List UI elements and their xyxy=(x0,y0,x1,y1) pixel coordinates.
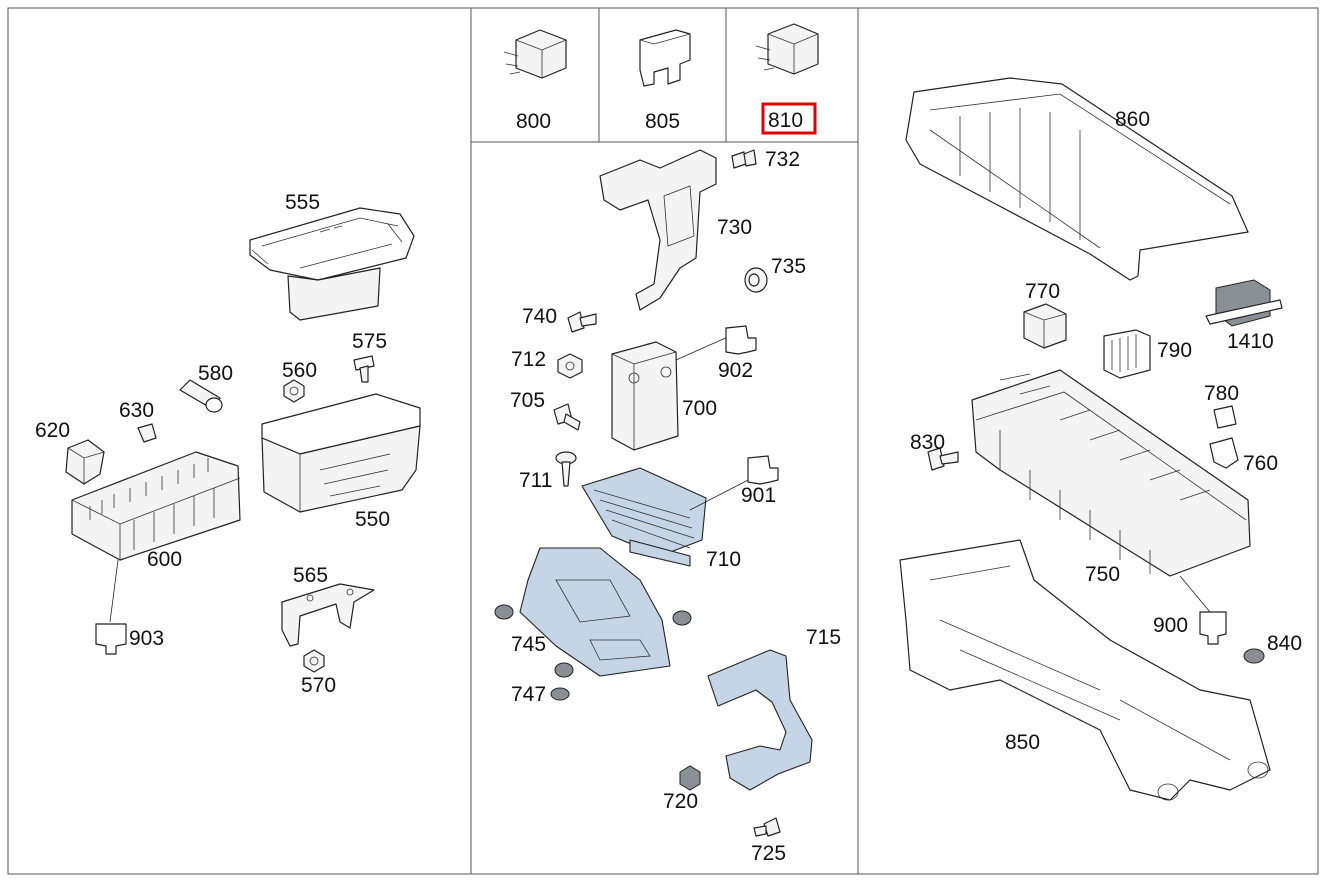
part-900-clip[interactable] xyxy=(1199,611,1227,645)
highlight-810 xyxy=(761,102,817,135)
label-850: 850 xyxy=(1005,731,1040,754)
part-810-relay[interactable] xyxy=(755,23,819,75)
label-630: 630 xyxy=(119,399,154,422)
leader-903 xyxy=(109,559,119,623)
label-620: 620 xyxy=(35,419,70,442)
label-740: 740 xyxy=(522,305,557,328)
label-565: 565 xyxy=(293,564,328,587)
part-790-fuseblock[interactable] xyxy=(1103,329,1151,379)
part-570-nut[interactable] xyxy=(303,649,325,673)
part-560-nut[interactable] xyxy=(283,379,305,403)
label-580: 580 xyxy=(198,362,233,385)
label-720: 720 xyxy=(663,790,698,813)
part-770-relay[interactable] xyxy=(1023,303,1067,349)
label-710: 710 xyxy=(706,548,741,571)
part-705-screw[interactable] xyxy=(553,403,581,431)
label-732: 732 xyxy=(765,148,800,171)
part-712-nut[interactable] xyxy=(557,353,583,379)
leader-901 xyxy=(689,477,753,511)
label-790: 790 xyxy=(1157,339,1192,362)
part-711-pin[interactable] xyxy=(555,451,577,487)
label-725: 725 xyxy=(751,842,786,865)
part-901-clip[interactable] xyxy=(747,455,779,485)
part-630-fuse[interactable] xyxy=(137,423,157,443)
part-750-fusebox[interactable] xyxy=(971,369,1251,577)
part-725-screw[interactable] xyxy=(753,817,781,837)
part-760-clip[interactable] xyxy=(1209,437,1239,469)
part-840-grommet[interactable] xyxy=(1243,648,1265,664)
label-730: 730 xyxy=(717,216,752,239)
part-902-clip[interactable] xyxy=(725,325,757,355)
part-730-bracket[interactable] xyxy=(599,149,717,311)
part-745-grommet-right[interactable] xyxy=(672,610,692,626)
label-711: 711 xyxy=(519,469,552,492)
label-760: 760 xyxy=(1243,452,1278,475)
label-570: 570 xyxy=(301,674,336,697)
part-745-grommet-left[interactable] xyxy=(494,604,514,620)
label-900: 900 xyxy=(1153,614,1188,637)
part-830-bolt[interactable] xyxy=(927,447,959,471)
part-555-cover[interactable] xyxy=(249,207,415,321)
label-575: 575 xyxy=(352,330,387,353)
part-720-nut[interactable] xyxy=(679,765,701,791)
part-620-relay[interactable] xyxy=(65,439,105,485)
part-903-clip[interactable] xyxy=(95,623,127,655)
part-860-cover[interactable] xyxy=(905,77,1249,281)
label-600: 600 xyxy=(147,548,182,571)
label-810: 810 xyxy=(768,109,803,132)
label-560: 560 xyxy=(282,359,317,382)
part-805-fuse[interactable] xyxy=(639,29,691,87)
label-745: 745 xyxy=(511,633,546,656)
label-903: 903 xyxy=(129,627,164,650)
part-565-bracket[interactable] xyxy=(281,583,375,647)
label-901: 901 xyxy=(741,484,776,507)
part-740-screw[interactable] xyxy=(567,311,597,333)
part-575-bolt[interactable] xyxy=(353,355,375,383)
label-712: 712 xyxy=(511,348,546,371)
label-747: 747 xyxy=(511,683,546,706)
part-1410-filter[interactable] xyxy=(1205,279,1283,327)
label-800: 800 xyxy=(516,110,551,133)
leader-902 xyxy=(675,335,731,361)
label-840: 840 xyxy=(1267,632,1302,655)
part-550-housing[interactable] xyxy=(261,393,421,513)
part-710-control-unit[interactable] xyxy=(581,467,707,567)
label-735: 735 xyxy=(771,255,806,278)
label-830: 830 xyxy=(910,431,945,454)
part-747-grommet[interactable] xyxy=(550,662,574,701)
label-705: 705 xyxy=(510,389,545,412)
label-555: 555 xyxy=(285,191,320,214)
label-700: 700 xyxy=(682,397,717,420)
part-labels: 555 575 580 560 630 620 550 600 565 903 … xyxy=(35,108,1302,865)
label-770: 770 xyxy=(1025,280,1060,303)
label-780: 780 xyxy=(1204,382,1239,405)
part-735-grommet[interactable] xyxy=(744,267,768,293)
label-715: 715 xyxy=(806,626,841,649)
part-580-connector[interactable] xyxy=(179,379,223,413)
part-780-fuse[interactable] xyxy=(1213,405,1237,429)
label-805: 805 xyxy=(645,110,680,133)
part-745-tray[interactable] xyxy=(519,547,671,677)
label-902: 902 xyxy=(718,359,753,382)
part-732-bolt[interactable] xyxy=(731,149,757,169)
label-550: 550 xyxy=(355,508,390,531)
leader-900 xyxy=(1179,575,1211,613)
part-850-carrier[interactable] xyxy=(899,539,1271,801)
part-715-bracket[interactable] xyxy=(707,649,813,791)
label-1410: 1410 xyxy=(1227,330,1274,353)
label-860: 860 xyxy=(1115,108,1150,131)
label-750: 750 xyxy=(1085,563,1120,586)
part-700-module[interactable] xyxy=(611,341,679,451)
part-800-relay[interactable] xyxy=(503,29,567,79)
panel-frames xyxy=(7,7,1319,875)
part-600-fusebox[interactable] xyxy=(71,451,241,561)
